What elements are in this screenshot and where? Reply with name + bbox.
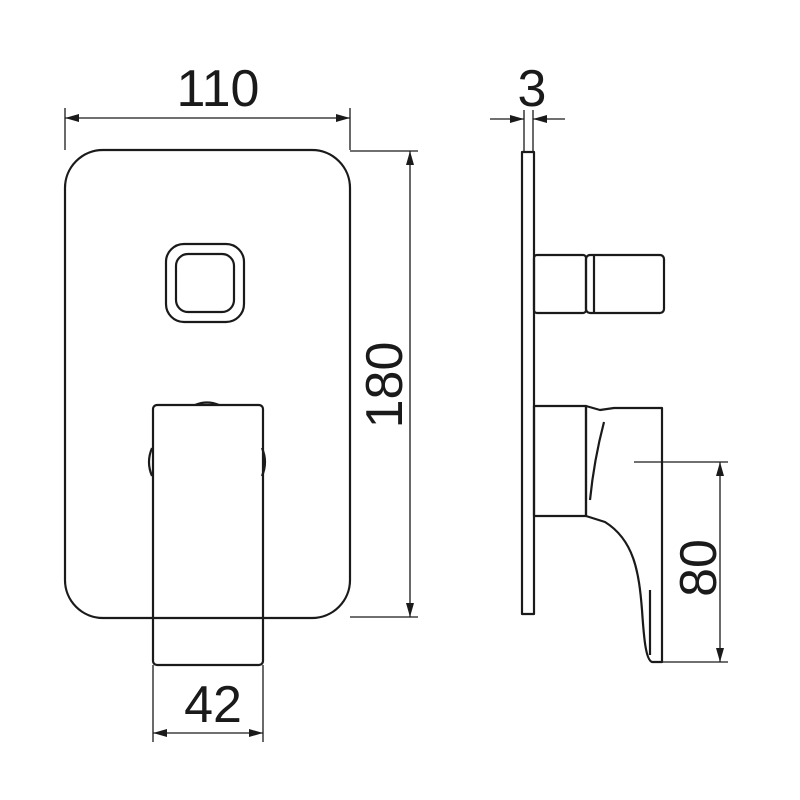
dimension-plate-height: 180	[350, 150, 418, 618]
lever-handle-profile	[584, 404, 664, 664]
dimension-label-42: 42	[184, 676, 242, 734]
lever-handle-inner-edge	[588, 421, 606, 501]
cover-plate	[63, 148, 352, 620]
dimension-plate-thickness: 3	[490, 60, 565, 152]
lever-body-block	[532, 404, 588, 518]
diverter-knob-outer	[164, 242, 246, 324]
front-view	[63, 148, 352, 667]
side-view	[520, 150, 666, 664]
dimension-label-110: 110	[177, 60, 260, 118]
dimension-label-3: 3	[518, 60, 547, 118]
diverter-stem-base	[532, 253, 588, 315]
dimensions: 110 180 42 3	[64, 60, 728, 742]
dimension-handle-width: 42	[152, 665, 264, 742]
handle-ring-left	[147, 447, 154, 477]
dimension-handle-projection: 80	[634, 461, 728, 663]
lever-handle-front	[151, 403, 265, 667]
diverter-knob-inner	[174, 252, 236, 314]
diverter-stem-cap	[584, 253, 666, 315]
dimension-plate-width: 110	[64, 60, 351, 150]
side-plate	[520, 150, 536, 616]
dimension-label-180: 180	[356, 342, 414, 429]
dimension-label-80: 80	[670, 539, 728, 597]
